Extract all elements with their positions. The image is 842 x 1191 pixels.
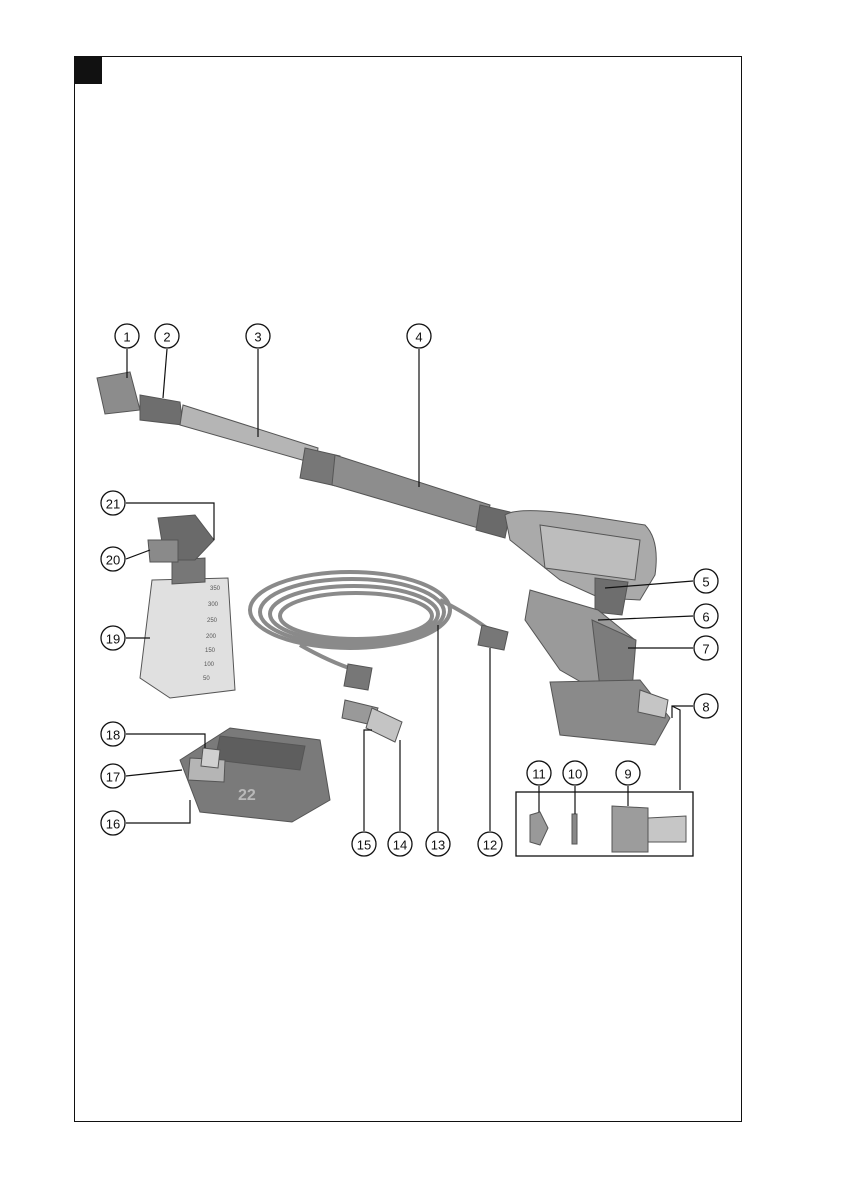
hose-coupling-right	[478, 625, 508, 650]
bottle-scale-mark: 200	[206, 634, 217, 640]
nozzle-tip	[97, 372, 140, 414]
adapter-cap	[530, 812, 548, 845]
callout-number: 14	[393, 838, 407, 853]
callout-number: 2	[163, 330, 170, 345]
callout-number: 9	[624, 767, 631, 782]
adapter-parts	[530, 806, 686, 852]
callout-number: 19	[106, 632, 120, 647]
adapter-seal	[572, 814, 577, 844]
callout-7: 7	[694, 636, 718, 660]
hose	[250, 572, 492, 670]
callout-number: 10	[568, 767, 582, 782]
callout-number: 11	[532, 767, 546, 782]
callout-19: 19	[101, 626, 125, 650]
lance-rod	[180, 405, 318, 464]
lance	[97, 372, 510, 538]
lance-connector	[476, 505, 510, 538]
bottle-body	[140, 578, 235, 698]
callout-20: 20	[101, 547, 125, 571]
callout-number: 4	[415, 330, 422, 345]
callout-number: 7	[702, 642, 709, 657]
callout-number: 20	[106, 553, 120, 568]
callout-number: 1	[123, 330, 130, 345]
callout-4: 4	[407, 324, 431, 348]
callout-10: 10	[563, 761, 587, 785]
spray-gun	[505, 511, 670, 745]
callout-number: 6	[702, 610, 709, 625]
callout-number: 13	[431, 838, 445, 853]
adapter-nipple	[648, 816, 686, 842]
battery-indicator	[201, 748, 220, 768]
callout-number: 15	[357, 838, 371, 853]
callout-11: 11	[527, 761, 551, 785]
bottle-scale-mark: 250	[207, 618, 218, 624]
callout-13: 13	[426, 832, 450, 856]
battery-pack: 22	[180, 728, 330, 822]
battery-marking: 22	[238, 787, 256, 804]
bottle-adjuster	[148, 540, 178, 562]
callout-1: 1	[115, 324, 139, 348]
hose-coil	[280, 593, 432, 639]
bottle-scale-mark: 100	[204, 662, 215, 668]
callout-21: 21	[101, 491, 125, 515]
callout-number: 12	[483, 838, 497, 853]
callout-number: 16	[106, 817, 120, 832]
bottle-scale-mark: 300	[208, 602, 219, 608]
callout-3: 3	[246, 324, 270, 348]
callout-number: 5	[702, 575, 709, 590]
brush-bristles	[366, 708, 402, 742]
hose-coil	[260, 579, 444, 645]
brush-nozzle	[342, 700, 402, 742]
handle-grip	[592, 620, 636, 690]
callout-number: 17	[106, 770, 120, 785]
callout-16: 16	[101, 811, 125, 835]
bottle-scale-mark: 50	[203, 676, 210, 682]
bottle-scale-mark: 350	[210, 586, 221, 592]
adapter-fitting	[612, 806, 648, 852]
callout-15: 15	[352, 832, 376, 856]
callout-number: 8	[702, 700, 709, 715]
callout-5: 5	[694, 569, 718, 593]
callout-8: 8	[694, 694, 718, 718]
callout-18: 18	[101, 722, 125, 746]
callout-6: 6	[694, 604, 718, 628]
trigger	[595, 578, 628, 615]
callout-17: 17	[101, 764, 125, 788]
callout-14: 14	[388, 832, 412, 856]
callout-number: 21	[106, 497, 120, 512]
nozzle-ring	[140, 395, 183, 425]
callout-2: 2	[155, 324, 179, 348]
hose-coupling-left	[344, 664, 372, 690]
foam-bottle: 350 300 250 200 150 100 50	[140, 515, 235, 698]
callout-12: 12	[478, 832, 502, 856]
callout-number: 18	[106, 728, 120, 743]
lance-tube	[332, 455, 490, 530]
callout-number: 3	[254, 330, 261, 345]
bottle-scale-mark: 150	[205, 648, 216, 654]
callout-9: 9	[616, 761, 640, 785]
